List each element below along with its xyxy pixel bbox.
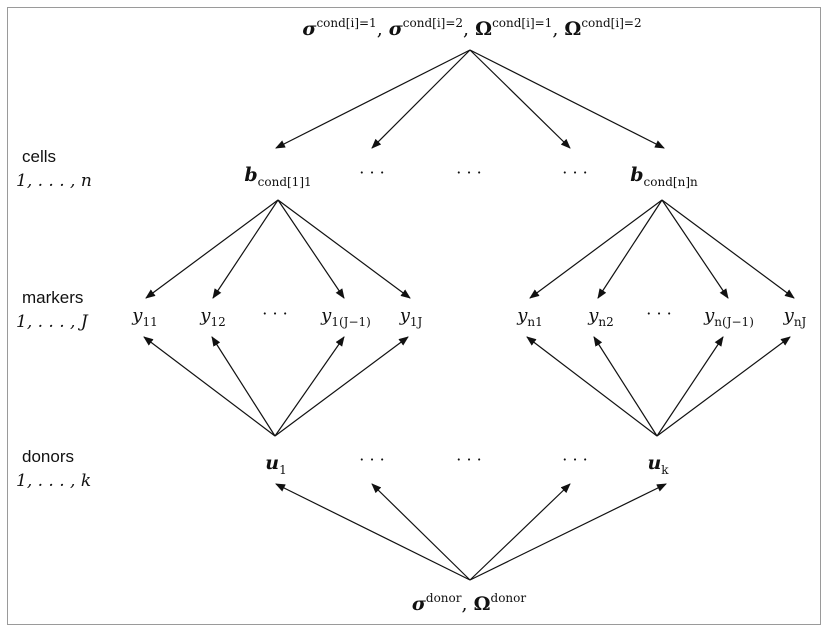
dependency-arrow bbox=[529, 199, 663, 299]
symbol-subscript: 12 bbox=[210, 315, 225, 329]
marker-node: yn(J−1) bbox=[703, 305, 754, 329]
donor-node-last: uk bbox=[647, 452, 669, 477]
symbol-subscript: cond[n]n bbox=[644, 175, 698, 189]
symbol-subscript: n1 bbox=[527, 315, 542, 329]
symbol-base: Ω bbox=[564, 18, 581, 40]
dependency-arrow bbox=[274, 336, 345, 437]
symbol-base: u bbox=[647, 452, 661, 474]
symbol-base: Ω bbox=[475, 18, 492, 40]
dependency-arrow bbox=[469, 49, 571, 149]
symbol-subscript: 1J bbox=[410, 315, 423, 329]
marker-node: y11 bbox=[131, 305, 157, 329]
symbol-base: y bbox=[199, 305, 211, 326]
donor-ellipsis: · · · bbox=[359, 450, 384, 469]
dependency-arrow bbox=[661, 199, 729, 299]
separator: , bbox=[552, 18, 564, 40]
dependency-arrow bbox=[275, 49, 471, 149]
donor-ellipsis: · · · bbox=[562, 450, 587, 469]
row-label-cells-range: 1, . . . , n bbox=[16, 171, 92, 191]
row-label-markers-title: markers bbox=[22, 288, 83, 307]
symbol-base: y bbox=[783, 305, 795, 326]
separator: , bbox=[463, 18, 475, 40]
symbol-superscript: donor bbox=[491, 591, 527, 605]
symbol-subscript: n(J−1) bbox=[714, 315, 754, 329]
dependency-arrow bbox=[469, 483, 571, 581]
symbol-subscript: nJ bbox=[794, 315, 807, 329]
dependency-arrow bbox=[277, 199, 345, 299]
symbol-base: σ bbox=[302, 18, 317, 40]
dependency-arrow bbox=[143, 336, 276, 437]
dependency-arrow bbox=[274, 336, 409, 437]
row-label-markers-range: 1, . . . , J bbox=[16, 312, 89, 332]
symbol-superscript: cond[i]=1 bbox=[316, 16, 376, 30]
edges-group bbox=[143, 49, 795, 581]
dependency-arrow bbox=[656, 336, 791, 437]
marker-node: yn2 bbox=[587, 305, 614, 329]
dependency-arrow bbox=[469, 483, 667, 581]
symbol-superscript: cond[i]=2 bbox=[403, 16, 463, 30]
row-label-donors-range: 1, . . . , k bbox=[16, 471, 91, 491]
symbol-subscript: k bbox=[661, 463, 669, 477]
symbol-superscript: cond[i]=1 bbox=[492, 16, 552, 30]
symbol-base: b bbox=[244, 164, 257, 186]
marker-node: ynJ bbox=[783, 305, 807, 329]
row-label-donors-title: donors bbox=[22, 447, 74, 466]
dependency-arrow bbox=[593, 336, 658, 437]
symbol-base: y bbox=[703, 305, 715, 326]
symbol-base: Ω bbox=[474, 593, 491, 615]
dependency-arrow bbox=[597, 199, 663, 299]
symbol-base: σ bbox=[389, 18, 404, 40]
donor-node-first: u1 bbox=[265, 452, 286, 477]
cell-node-last: bcond[n]n bbox=[630, 164, 698, 189]
symbol-superscript: donor bbox=[426, 591, 462, 605]
cell-ellipsis: · · · bbox=[562, 163, 587, 182]
marker-node: y1J bbox=[399, 305, 423, 329]
dependency-arrow bbox=[277, 199, 411, 299]
marker-node: yn1 bbox=[516, 305, 543, 329]
symbol-subscript: 11 bbox=[142, 315, 157, 329]
donor-ellipsis: · · · bbox=[456, 450, 481, 469]
marker-node: y12 bbox=[199, 305, 225, 329]
symbol-base: y bbox=[399, 305, 411, 326]
donor-parameters: σdonor, Ωdonor bbox=[412, 591, 527, 615]
symbol-base: y bbox=[320, 305, 332, 326]
symbol-base: y bbox=[587, 305, 599, 326]
marker-ellipsis: · · · bbox=[262, 304, 287, 323]
row-label-cells-title: cells bbox=[22, 147, 56, 166]
marker-ellipsis: · · · bbox=[646, 304, 671, 323]
symbol-base: y bbox=[516, 305, 528, 326]
symbol-subscript: 1 bbox=[279, 463, 287, 477]
marker-node: y1(J−1) bbox=[320, 305, 371, 329]
symbol-subscript: n2 bbox=[598, 315, 613, 329]
dependency-arrow bbox=[145, 199, 279, 299]
symbol-base: u bbox=[265, 452, 279, 474]
symbol-superscript: cond[i]=2 bbox=[581, 16, 641, 30]
cell-ellipsis: · · · bbox=[456, 163, 481, 182]
symbol-subscript: cond[1]1 bbox=[258, 175, 312, 189]
cell-ellipsis: · · · bbox=[359, 163, 384, 182]
symbol-base: σ bbox=[412, 593, 427, 615]
dependency-arrow bbox=[212, 199, 279, 299]
symbol-base: b bbox=[630, 164, 643, 186]
top-parameters: σcond[i]=1, σcond[i]=2, Ωcond[i]=1, Ωcon… bbox=[302, 16, 641, 40]
separator: , bbox=[462, 593, 474, 615]
dependency-arrow bbox=[656, 336, 724, 437]
dependency-arrow bbox=[275, 483, 471, 581]
dependency-arrow bbox=[371, 483, 471, 581]
dependency-arrow bbox=[469, 49, 665, 149]
cell-node-first: bcond[1]1 bbox=[244, 164, 311, 189]
diagram-frame bbox=[7, 7, 821, 625]
dependency-arrow bbox=[371, 49, 471, 149]
dependency-arrow bbox=[211, 336, 276, 437]
separator: , bbox=[377, 18, 389, 40]
dependency-arrow bbox=[661, 199, 795, 299]
symbol-base: y bbox=[131, 305, 143, 326]
dependency-arrow bbox=[526, 336, 658, 437]
symbol-subscript: 1(J−1) bbox=[331, 315, 371, 329]
